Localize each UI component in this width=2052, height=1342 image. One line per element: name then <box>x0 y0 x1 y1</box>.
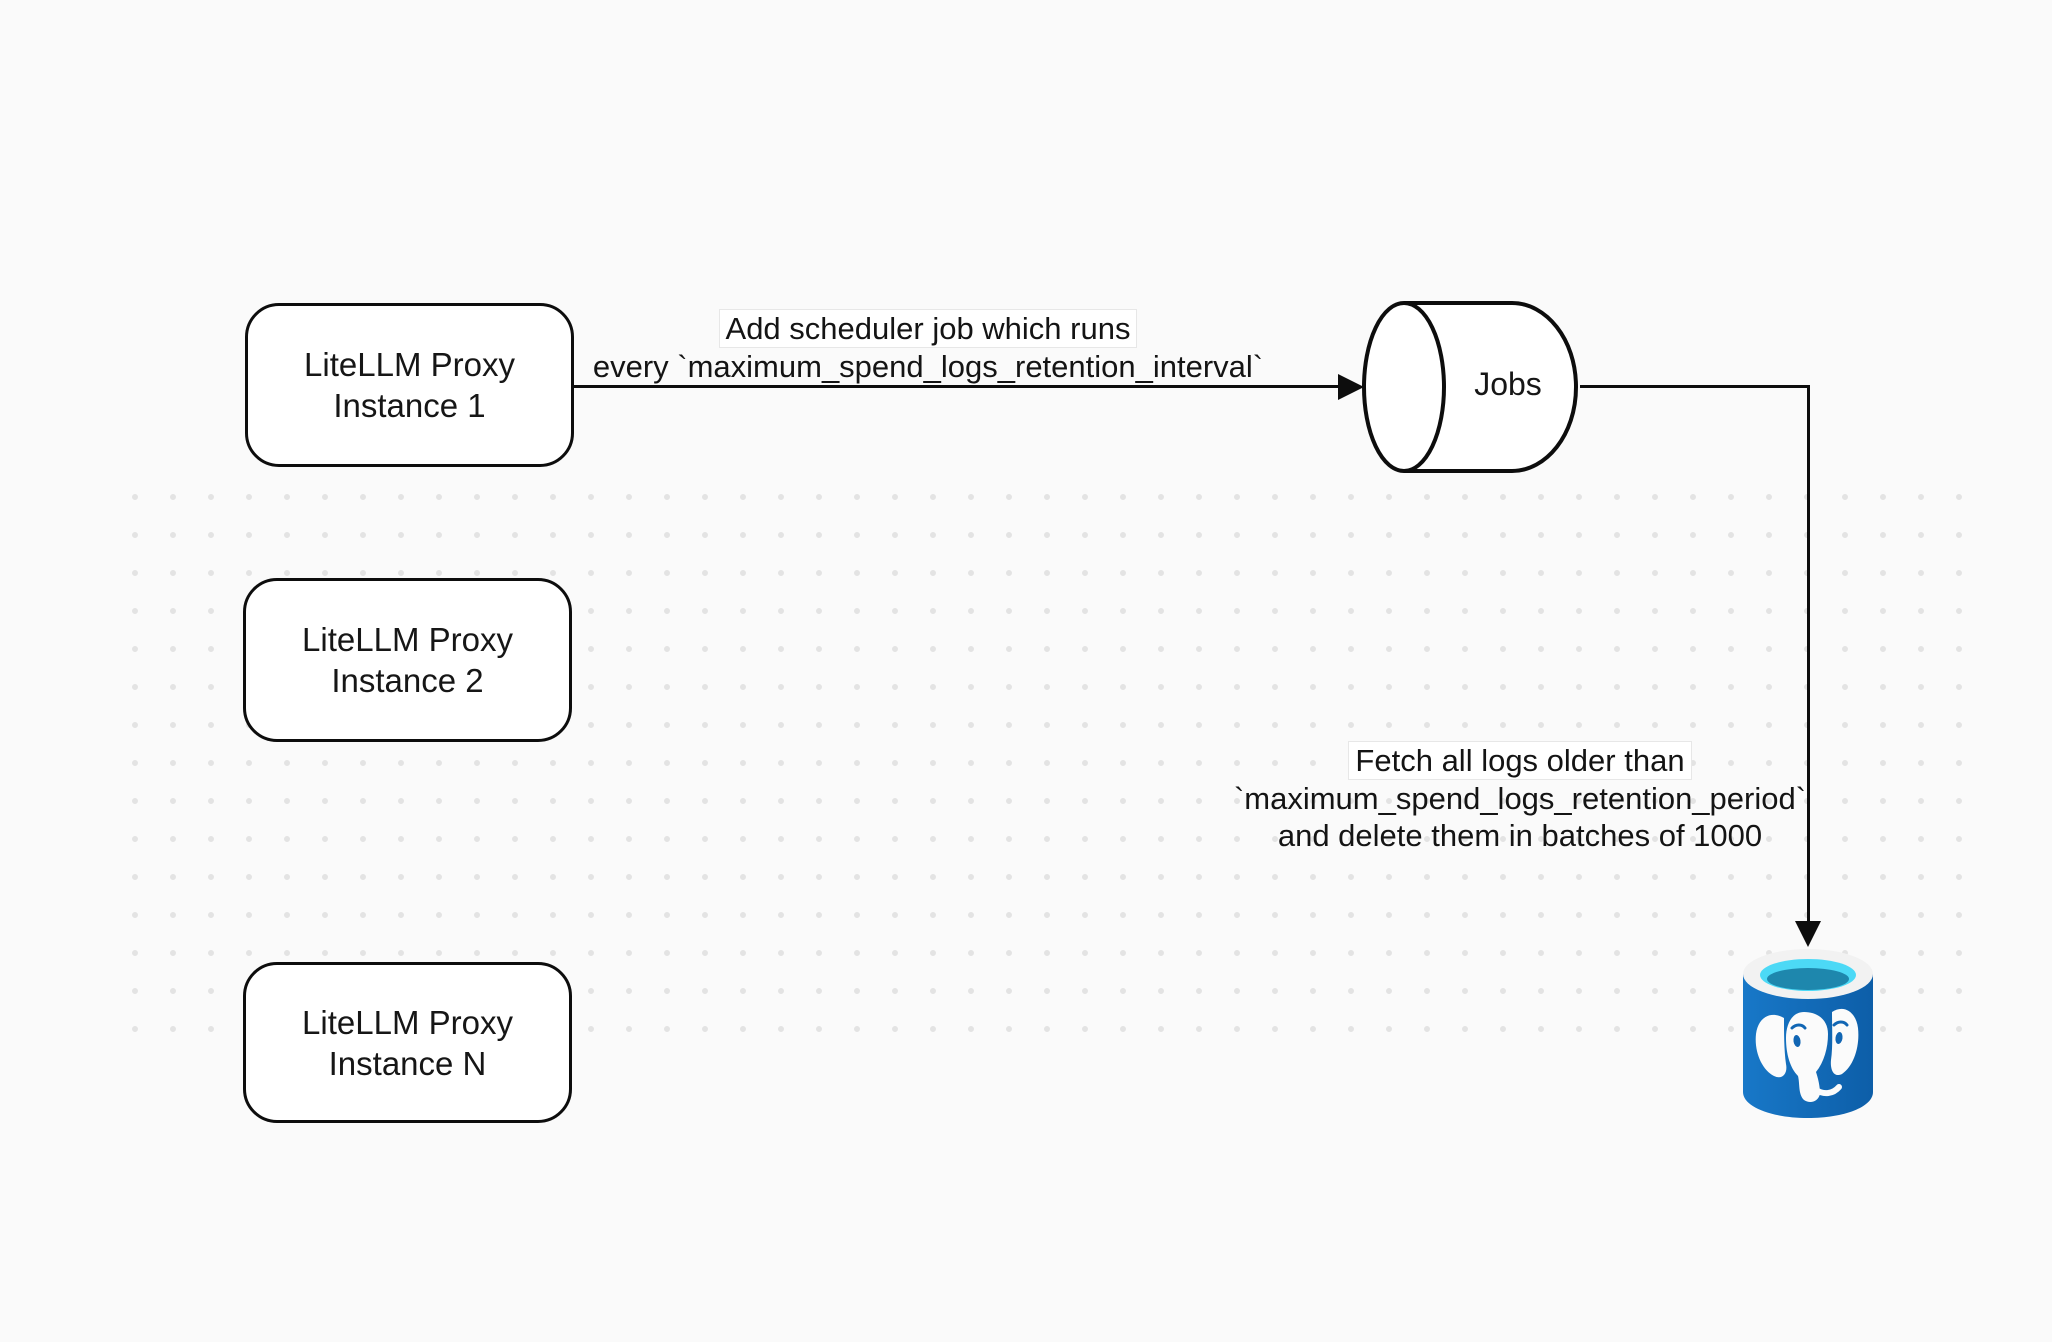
edge-label-line: Add scheduler job which runs <box>718 309 1138 348</box>
node-litellm-proxy-instance-2: LiteLLM Proxy Instance 2 <box>243 578 572 742</box>
edge-label-fetch-delete: Fetch all logs older than `maximum_spend… <box>1220 741 1820 854</box>
jobs-queue-cylinder <box>1362 301 1579 473</box>
arrowhead-right-icon <box>1338 374 1364 400</box>
edge-label-line: `maximum_spend_logs_retention_period` <box>1233 781 1807 816</box>
node-label-line: LiteLLM Proxy <box>304 346 515 383</box>
node-label-line: LiteLLM Proxy <box>302 1003 513 1041</box>
jobs-node-label: Jobs <box>1474 366 1542 402</box>
arrow-instance1-to-jobs <box>572 385 1342 388</box>
edge-label-scheduler-job: Add scheduler job which runs every `maxi… <box>578 309 1278 385</box>
node-label-line: Instance 1 <box>333 387 486 424</box>
postgres-elephant-glyph <box>1755 1008 1859 1102</box>
arrow-jobs-to-db-horizontal <box>1580 385 1809 388</box>
node-label-line: Instance 2 <box>331 662 484 699</box>
node-label-line: Instance N <box>328 1044 487 1082</box>
arrowhead-down-icon <box>1795 921 1821 947</box>
arrow-jobs-to-db-vertical <box>1807 385 1810 923</box>
edge-label-line: Fetch all logs older than <box>1348 741 1692 780</box>
edge-label-line: every `maximum_spend_logs_retention_inte… <box>592 349 1264 384</box>
postgresql-database-icon <box>1743 949 1873 1118</box>
edge-label-line: and delete them in batches of 1000 <box>1277 818 1763 853</box>
node-label-line: LiteLLM Proxy <box>302 621 513 658</box>
node-litellm-proxy-instance-1: LiteLLM Proxy Instance 1 <box>245 303 574 467</box>
node-litellm-proxy-instance-n: LiteLLM Proxy Instance N <box>243 962 572 1123</box>
